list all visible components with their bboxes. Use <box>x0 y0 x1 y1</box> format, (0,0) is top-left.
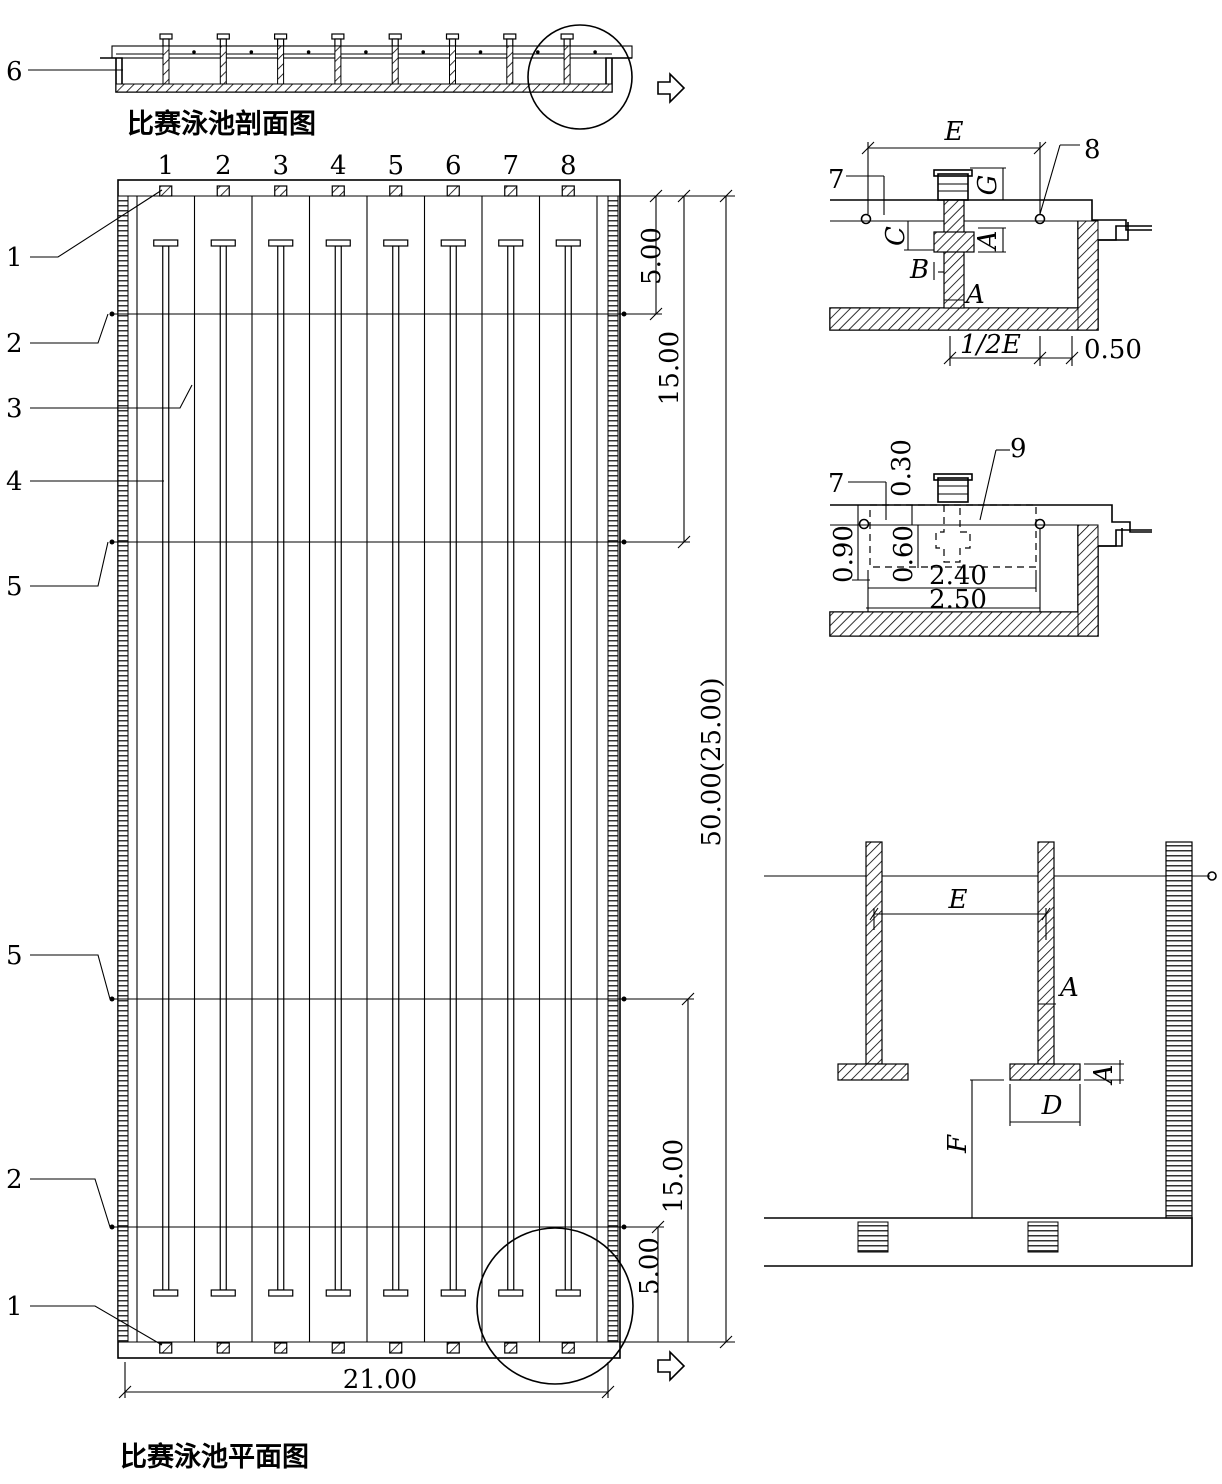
section-block <box>159 33 196 85</box>
starting-block <box>331 1342 345 1354</box>
callout-8: 8 <box>1084 135 1101 165</box>
detail-backstroke-area <box>829 449 1152 637</box>
callout-7-a: 7 <box>828 165 845 195</box>
callout-3: 3 <box>6 394 23 424</box>
callout-2-top: 2 <box>6 329 23 359</box>
lane-bottom-marks <box>153 239 581 1297</box>
lane-number: 8 <box>560 151 577 181</box>
dimension-lines <box>118 189 735 1399</box>
plan-view: 1 2 3 4 5 6 7 8 1 2 3 4 5 5 2 1 <box>6 151 735 1473</box>
lane-numbers: 1 2 3 4 5 6 7 8 <box>157 151 576 181</box>
section-block <box>216 33 254 85</box>
lane-marking <box>325 239 351 1297</box>
detail-circle-bottom <box>476 1227 634 1385</box>
d2-dim-240: 2.40 <box>929 561 987 591</box>
starting-block <box>216 1342 230 1354</box>
dim-15-top: 15.00 <box>655 331 685 405</box>
detail-block-profile <box>829 141 1152 366</box>
starting-block <box>331 185 345 197</box>
starting-block <box>274 185 288 197</box>
section-block <box>445 33 483 85</box>
d1-label-G: G <box>973 175 1003 196</box>
d1-label-B: B <box>909 255 929 285</box>
arrow-right-icon <box>657 72 686 104</box>
section-block <box>274 33 311 85</box>
dim-50-length: 50.00(25.00) <box>697 677 727 846</box>
starting-block <box>216 185 230 197</box>
d2-dim-250: 2.50 <box>929 585 987 615</box>
d2-dim-060: 0.60 <box>889 525 919 583</box>
plan-title: 比赛泳池平面图 <box>120 1441 309 1473</box>
d1-dim-050: 0.50 <box>1084 335 1142 365</box>
d1-label-A-upper: A <box>973 231 1003 252</box>
section-block <box>388 33 426 85</box>
starting-block <box>504 185 518 197</box>
starting-block <box>159 185 173 197</box>
section-block <box>560 33 597 85</box>
lane-marking <box>210 239 236 1297</box>
callout-6: 6 <box>6 57 23 87</box>
starting-block <box>159 1342 173 1354</box>
callout-4: 4 <box>6 467 23 497</box>
callout-2-bottom: 2 <box>6 1165 23 1195</box>
d1-label-half-E: 1/2E <box>960 330 1021 360</box>
lane-number: 4 <box>330 151 347 181</box>
d1-label-C: C <box>881 226 911 246</box>
lane-lines <box>136 196 598 1342</box>
lane-number: 5 <box>387 151 404 181</box>
d2-dim-090: 0.90 <box>829 525 859 583</box>
d3-label-A-base: A <box>1089 1065 1119 1086</box>
gutter-left <box>117 195 129 1343</box>
section-block <box>331 33 368 85</box>
d1-label-E: E <box>944 117 964 147</box>
starting-block <box>504 1342 518 1354</box>
callout-5-top: 5 <box>6 572 23 602</box>
starting-block <box>446 185 460 197</box>
lane-marking <box>153 239 179 1297</box>
lane-number: 3 <box>272 151 289 181</box>
d2-dim-030: 0.30 <box>887 439 917 497</box>
detail-circle-top <box>527 24 633 130</box>
starting-blocks-section <box>159 33 597 85</box>
d3-label-A-wall: A <box>1058 973 1079 1003</box>
dim-5-bottom: 5.00 <box>635 1237 665 1295</box>
dim-width: 21.00 <box>343 1365 417 1395</box>
pool-outline <box>117 179 621 1359</box>
d3-label-E: E <box>948 885 968 915</box>
starting-block <box>389 1342 403 1354</box>
gutter-right <box>607 195 619 1343</box>
lane-marking <box>383 239 409 1297</box>
callout-9: 9 <box>1010 434 1027 464</box>
starting-block <box>274 1342 288 1354</box>
starting-block <box>561 1342 575 1354</box>
lane-number: 6 <box>445 151 462 181</box>
callout-1-top: 1 <box>6 243 23 273</box>
arrow-right-icon <box>657 1350 686 1382</box>
d3-label-D: D <box>1041 1091 1063 1121</box>
callout-5-bottom: 5 <box>6 941 23 971</box>
lane-marking <box>498 239 524 1297</box>
lane-number: 1 <box>157 151 174 181</box>
section-title: 比赛泳池剖面图 <box>127 108 316 140</box>
lane-marking <box>440 239 466 1297</box>
d3-label-F: F <box>943 1134 973 1154</box>
lane-number: 7 <box>502 151 519 181</box>
section-view: 6 比赛泳池剖面图 <box>6 24 686 140</box>
starting-blocks-plan <box>159 185 575 1354</box>
lane-marking <box>555 239 581 1297</box>
starting-block <box>389 185 403 197</box>
starting-block <box>446 1342 460 1354</box>
lane-number: 2 <box>215 151 232 181</box>
detail-lane-plan <box>764 841 1217 1267</box>
section-block <box>503 33 540 85</box>
starting-block <box>561 185 575 197</box>
callout-7-b: 7 <box>828 469 845 499</box>
d1-label-A-lower: A <box>964 280 985 310</box>
callout-1-bottom: 1 <box>6 1292 23 1322</box>
lane-marking <box>268 239 294 1297</box>
dim-15-bottom: 15.00 <box>659 1139 689 1213</box>
dim-5-top: 5.00 <box>637 227 667 285</box>
